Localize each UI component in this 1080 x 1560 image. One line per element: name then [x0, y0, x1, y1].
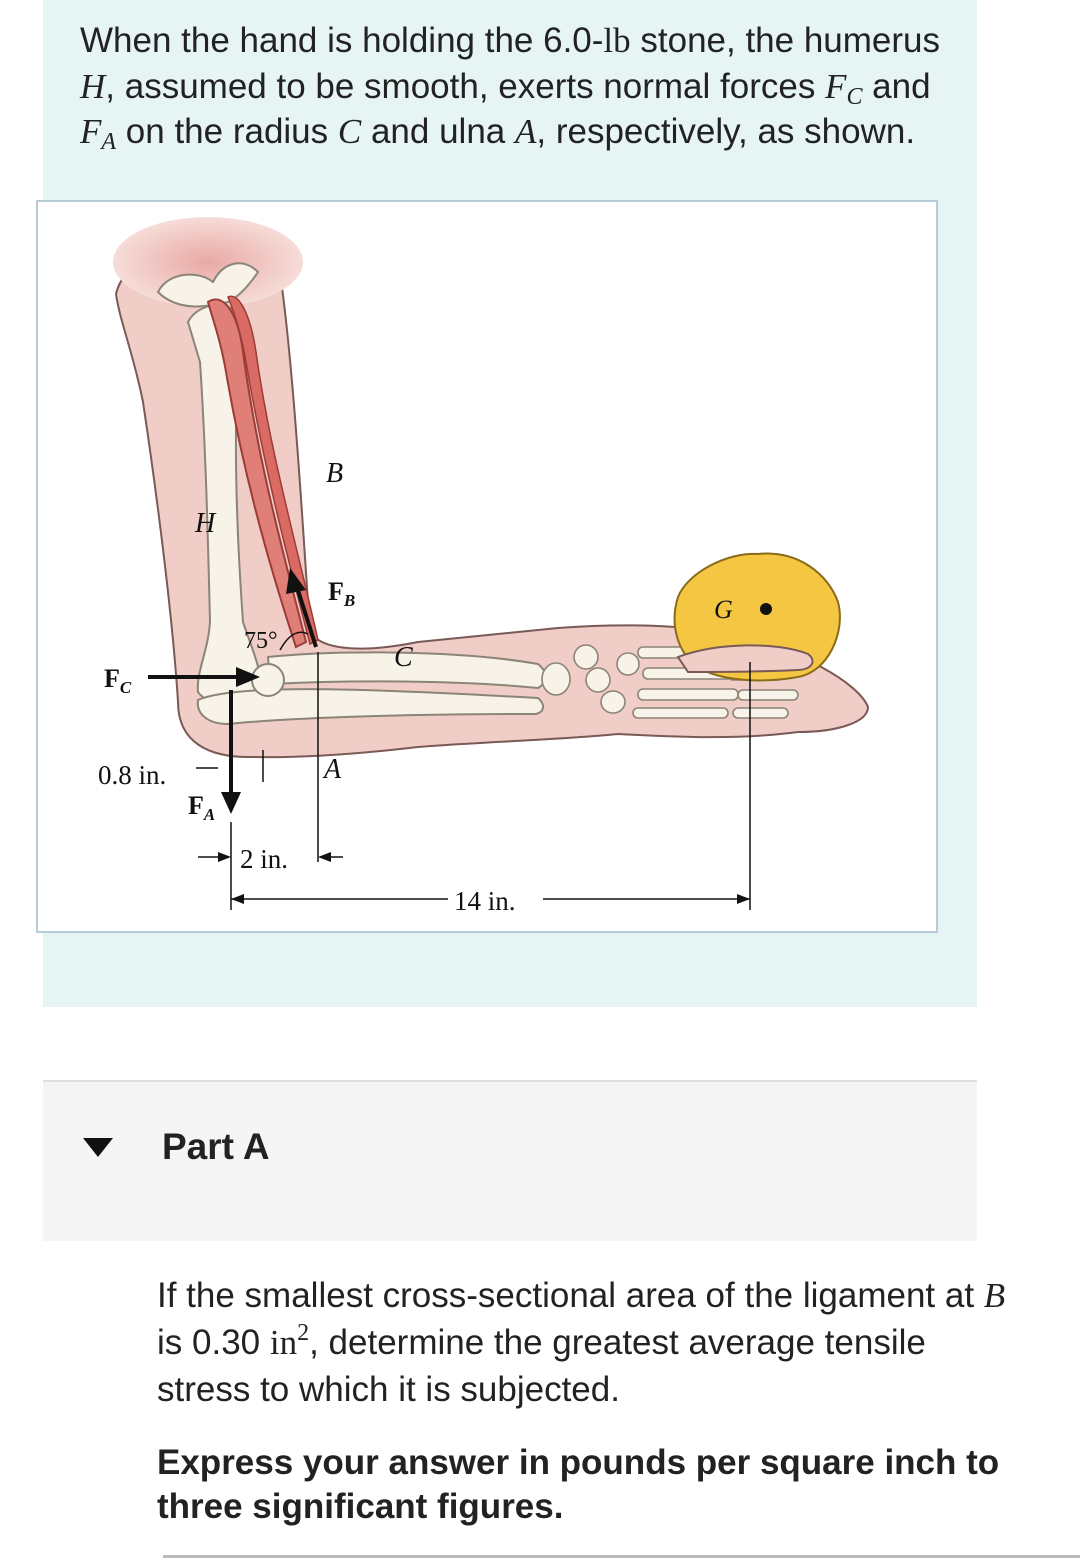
force-fc-arrowhead: [236, 667, 260, 687]
intro-text-5: on the radius: [116, 112, 338, 151]
area-value: 0.30: [192, 1323, 261, 1362]
ligament-symbol: B: [983, 1276, 1006, 1315]
intro-text-4: and: [862, 66, 931, 106]
dim-arrowhead-4: [737, 894, 750, 904]
weight-separator: -: [591, 21, 604, 60]
label-b: B: [326, 458, 343, 489]
dim-arrowhead-3: [231, 894, 244, 904]
label-h: H: [194, 508, 217, 539]
force-fb-arrowhead: [286, 568, 306, 594]
part-a-header[interactable]: Part A: [43, 1082, 977, 1241]
area-exponent: 2: [297, 1320, 310, 1346]
intro-text-2: stone, the humerus: [630, 21, 940, 60]
label-fb: FB: [328, 577, 355, 610]
force-fc-subscript: C: [846, 83, 863, 110]
dim-arrowhead-1: [218, 852, 231, 862]
stone-center-dot: [760, 603, 772, 615]
label-c: C: [394, 642, 413, 673]
dim-arrowhead-2: [318, 852, 331, 862]
label-a: A: [322, 754, 342, 785]
label-fc: FC: [104, 664, 132, 697]
label-angle: 75°: [244, 628, 278, 654]
dim-label-14: 14 in.: [454, 886, 516, 916]
arm-figure: G H B FB C A: [36, 200, 938, 933]
force-fa-arrowhead: [221, 792, 241, 814]
problem-intro-text: When the hand is holding the 6.0-lb ston…: [80, 18, 960, 155]
dim-label-08: 0.8 in.: [98, 760, 166, 790]
section-divider: [43, 1080, 977, 1082]
force-fa-subscript: A: [101, 129, 117, 155]
intro-text-1: When the hand is holding the: [80, 21, 544, 60]
force-fc-symbol: F: [825, 66, 847, 106]
question-text-1: If the smallest cross-sectional area of …: [157, 1276, 984, 1315]
part-a-question: If the smallest cross-sectional area of …: [157, 1272, 1017, 1413]
ulna-symbol: A: [514, 112, 537, 151]
radius-symbol: C: [337, 112, 362, 151]
stone-weight-value: 6.0: [543, 21, 592, 60]
intro-text-6: and ulna: [361, 112, 515, 151]
thumb: [676, 644, 814, 674]
collapse-caret-icon[interactable]: [83, 1138, 113, 1157]
intro-text-3: , assumed to be smooth, exerts normal fo…: [105, 66, 826, 106]
answer-instruction: Express your answer in pounds per square…: [157, 1443, 1000, 1526]
humerus-symbol: H: [80, 66, 106, 106]
shoulder-shading: [113, 217, 303, 307]
stone-center-label: G: [714, 595, 733, 624]
part-a-title[interactable]: Part A: [162, 1126, 270, 1167]
intro-text-7: , respectively, as shown.: [536, 112, 916, 151]
question-text-3: , determine the greatest average tensile…: [157, 1323, 926, 1409]
area-unit: in: [269, 1323, 298, 1362]
question-text-2: is: [157, 1323, 192, 1362]
stone-weight-unit: lb: [603, 21, 631, 60]
arm-diagram: G H B FB C A: [98, 217, 870, 916]
angle-arc: [279, 631, 309, 651]
elbow-joint: [251, 663, 285, 697]
label-fa: FA: [188, 791, 215, 824]
dim-label-2: 2 in.: [240, 844, 288, 874]
ulna-bone: [196, 688, 544, 726]
force-fa-symbol: F: [80, 112, 102, 151]
force-fb-arrow: [294, 583, 318, 648]
dimension-lines: [196, 652, 751, 910]
upper-arm-flesh: [114, 234, 870, 759]
biceps-muscle: [206, 298, 308, 649]
answer-box-top-border: [163, 1555, 1080, 1558]
